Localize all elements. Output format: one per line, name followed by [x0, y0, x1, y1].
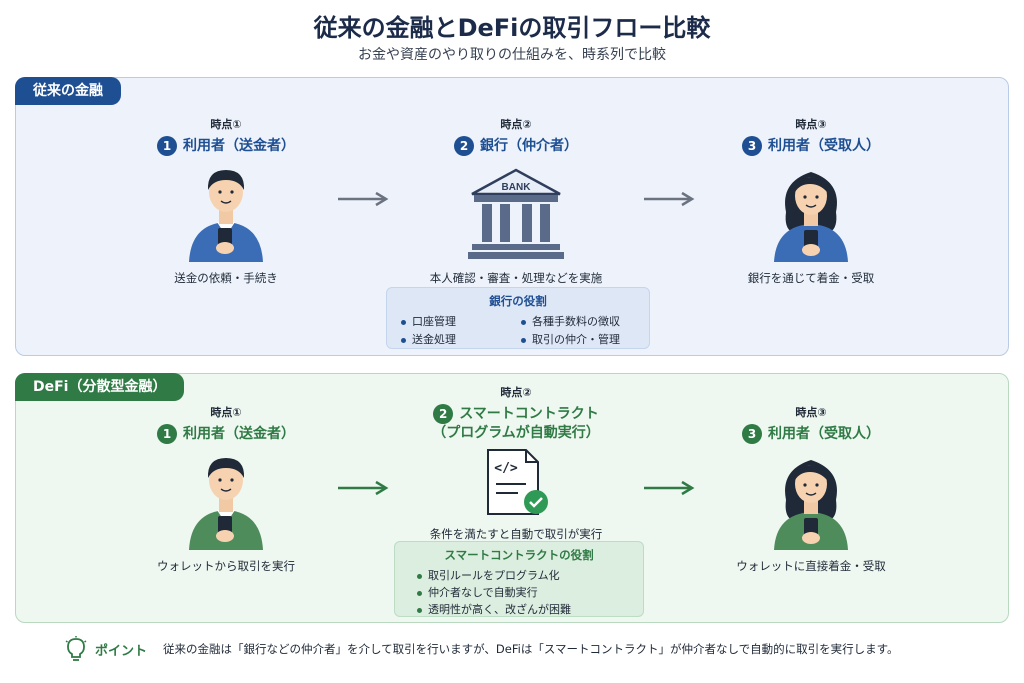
timepoint-label: 時点③ [795, 406, 827, 419]
step-title: 銀行（仲介者） [480, 138, 578, 154]
point-bar: ポイント 従来の金融は「銀行などの仲介者」を介して取引を行いますが、DeFiは「… [65, 636, 1005, 662]
step-number-badge: 3 [742, 424, 762, 444]
role-item: 送金処理 [401, 331, 456, 347]
step-caption: 条件を満たすと自動で取引が実行 [429, 527, 603, 541]
timepoint-label: 時点② [500, 386, 532, 399]
point-label: ポイント [95, 643, 148, 659]
step-number-badge: 1 [157, 136, 177, 156]
role-item: 透明性が高く、改ざんが困難 [417, 601, 571, 617]
point-text: 従来の金融は「銀行などの仲介者」を介して取引を行いますが、DeFiは「スマートコ… [163, 642, 899, 656]
person-male-icon [189, 458, 263, 550]
arrow-right-icon [338, 191, 389, 207]
step-number-badge: 2 [454, 136, 474, 156]
arrow-right-icon [338, 480, 389, 496]
defi-step-smart-contract: 時点② 2 スマートコントラクト （プログラムが自動実行） </> 条件を満たすと… [396, 384, 636, 542]
step-number-badge: 2 [433, 404, 454, 424]
lightbulb-icon [65, 636, 87, 661]
traditional-step-bank: 時点② 2 銀行（仲介者） BANK 本人確認・審査・処理などを実施 [396, 116, 636, 286]
step-title: 利用者（送金者） [183, 138, 295, 154]
traditional-finance-panel: 従来の金融 時点① 1 利用者（送金者） 送金の依頼・手続き 時点② 2 銀行（仲介… [15, 77, 1009, 356]
arrow-right-icon [644, 191, 695, 207]
step-title: 利用者（受取人） [768, 426, 880, 442]
defi-panel: DeFi（分散型金融） 時点① 1 利用者（送金者） ウォレットから取引を実行 時… [15, 373, 1009, 623]
step-caption: 銀行を通じて着金・受取 [747, 271, 875, 285]
traditional-step-sender: 時点① 1 利用者（送金者） 送金の依頼・手続き [146, 116, 306, 286]
step-number-badge: 3 [742, 136, 762, 156]
step-title-sub: （プログラムが自動実行） [432, 425, 600, 441]
step-caption: 本人確認・審査・処理などを実施 [429, 271, 603, 285]
role-box-title: 銀行の役割 [489, 294, 547, 308]
role-item: 仲介者なしで自動実行 [417, 584, 538, 600]
person-male-icon [189, 170, 263, 262]
bank-role-box: 銀行の役割 口座管理 各種手数料の徴収 送金処理 取引の仲介・管理 [386, 287, 650, 349]
traditional-step-receiver: 時点③ 3 利用者（受取人） 銀行を通じて着金・受取 [726, 116, 896, 286]
defi-section-label: DeFi（分散型金融） [15, 373, 185, 401]
step-caption: 送金の依頼・手続き [174, 271, 278, 285]
defi-step-receiver: 時点③ 3 利用者（受取人） ウォレットに直接着金・受取 [726, 404, 896, 574]
traditional-section-label: 従来の金融 [15, 77, 121, 105]
person-female-icon [774, 460, 848, 550]
step-caption: ウォレットから取引を実行 [157, 559, 295, 573]
step-title: スマートコントラクト [459, 406, 599, 422]
timepoint-label: 時点③ [795, 118, 827, 131]
role-box-title: スマートコントラクトの役割 [444, 548, 594, 562]
step-title: 利用者（受取人） [768, 138, 880, 154]
page-title: 従来の金融とDeFiの取引フロー比較 [313, 14, 711, 42]
role-item: 各種手数料の徴収 [521, 313, 620, 329]
defi-step-sender: 時点① 1 利用者（送金者） ウォレットから取引を実行 [146, 404, 306, 574]
code-icon: </> [494, 461, 518, 476]
page-subtitle: お金や資産のやり取りの仕組みを、時系列で比較 [358, 47, 666, 63]
timepoint-label: 時点② [500, 118, 532, 131]
role-item: 取引の仲介・管理 [521, 331, 620, 347]
role-item: 口座管理 [401, 313, 456, 329]
person-female-icon [774, 172, 848, 262]
role-item: 取引ルールをプログラム化 [417, 567, 560, 583]
step-title: 利用者（送金者） [183, 426, 295, 442]
step-caption: ウォレットに直接着金・受取 [736, 559, 886, 573]
arrow-right-icon [644, 480, 695, 496]
timepoint-label: 時点① [210, 406, 242, 419]
timepoint-label: 時点① [210, 118, 242, 131]
smart-contract-document-icon: </> [487, 449, 548, 515]
step-number-badge: 1 [157, 424, 177, 444]
smart-contract-role-box: スマートコントラクトの役割 取引ルールをプログラム化 仲介者なしで自動実行 透明… [394, 541, 644, 617]
bank-building-icon: BANK [468, 168, 564, 259]
bank-sign-text: BANK [502, 182, 532, 193]
